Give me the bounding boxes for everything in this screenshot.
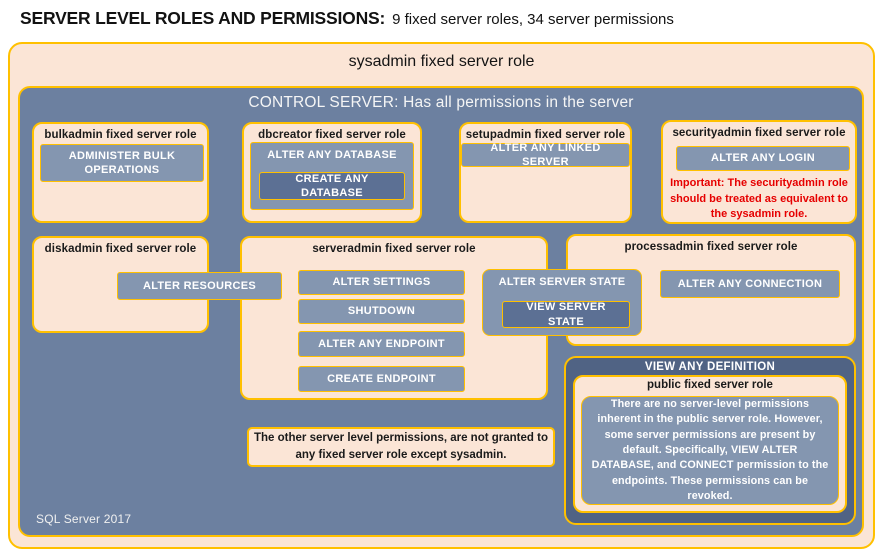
role-title-processadmin: processadmin fixed server role <box>624 241 798 253</box>
permission-view-any-definition-label: VIEW ANY DEFINITION <box>644 361 776 373</box>
permission-view-server-state: VIEW SERVER STATE <box>502 301 630 328</box>
permission-alter-any-connection: ALTER ANY CONNECTION <box>660 270 840 298</box>
permission-alter-any-login: ALTER ANY LOGIN <box>676 146 850 171</box>
role-title-public: public fixed server role <box>647 379 773 391</box>
public-role-description: There are no server-level permissions in… <box>581 396 839 505</box>
permission-administer-bulk-operations: ADMINISTER BULK OPERATIONS <box>40 144 204 182</box>
control-server-label: CONTROL SERVER: Has all permissions in t… <box>248 94 634 111</box>
page-title-main: SERVER LEVEL ROLES AND PERMISSIONS: <box>20 8 386 28</box>
role-title-diskadmin: diskadmin fixed server role <box>44 243 197 255</box>
role-box-securityadmin: securityadmin fixed server role <box>661 120 857 224</box>
permission-create-any-database: CREATE ANY DATABASE <box>259 172 405 200</box>
role-title-setupadmin: setupadmin fixed server role <box>465 129 626 141</box>
permission-create-endpoint: CREATE ENDPOINT <box>298 366 465 392</box>
permission-alter-any-linked-server: ALTER ANY LINKED SERVER <box>461 142 630 168</box>
other-permissions-note-box: The other server level permissions, are … <box>247 427 555 467</box>
role-box-setupadmin: setupadmin fixed server role <box>459 122 632 223</box>
role-title-securityadmin: securityadmin fixed server role <box>672 127 846 139</box>
role-title-serveradmin: serveradmin fixed server role <box>312 243 476 255</box>
permission-alter-resources: ALTER RESOURCES <box>117 272 282 300</box>
page-title-subtitle: 9 fixed server roles, 34 server permissi… <box>392 11 674 28</box>
securityadmin-warning-text: Important: The securityadmin role should… <box>670 177 848 221</box>
permission-shutdown: SHUTDOWN <box>298 299 465 324</box>
page-title: SERVER LEVEL ROLES AND PERMISSIONS: 9 fix… <box>20 8 674 29</box>
sysadmin-role-label: sysadmin fixed server role <box>348 53 535 70</box>
other-permissions-note-text: The other server level permissions, are … <box>254 432 548 461</box>
sql-server-version-label: SQL Server 2017 <box>36 512 132 526</box>
permission-alter-any-endpoint: ALTER ANY ENDPOINT <box>298 331 465 357</box>
role-title-dbcreator: dbcreator fixed server role <box>258 129 406 141</box>
permission-alter-settings: ALTER SETTINGS <box>298 270 465 295</box>
role-box-diskadmin: diskadmin fixed server role <box>32 236 209 333</box>
role-title-bulkadmin: bulkadmin fixed server role <box>44 129 197 141</box>
